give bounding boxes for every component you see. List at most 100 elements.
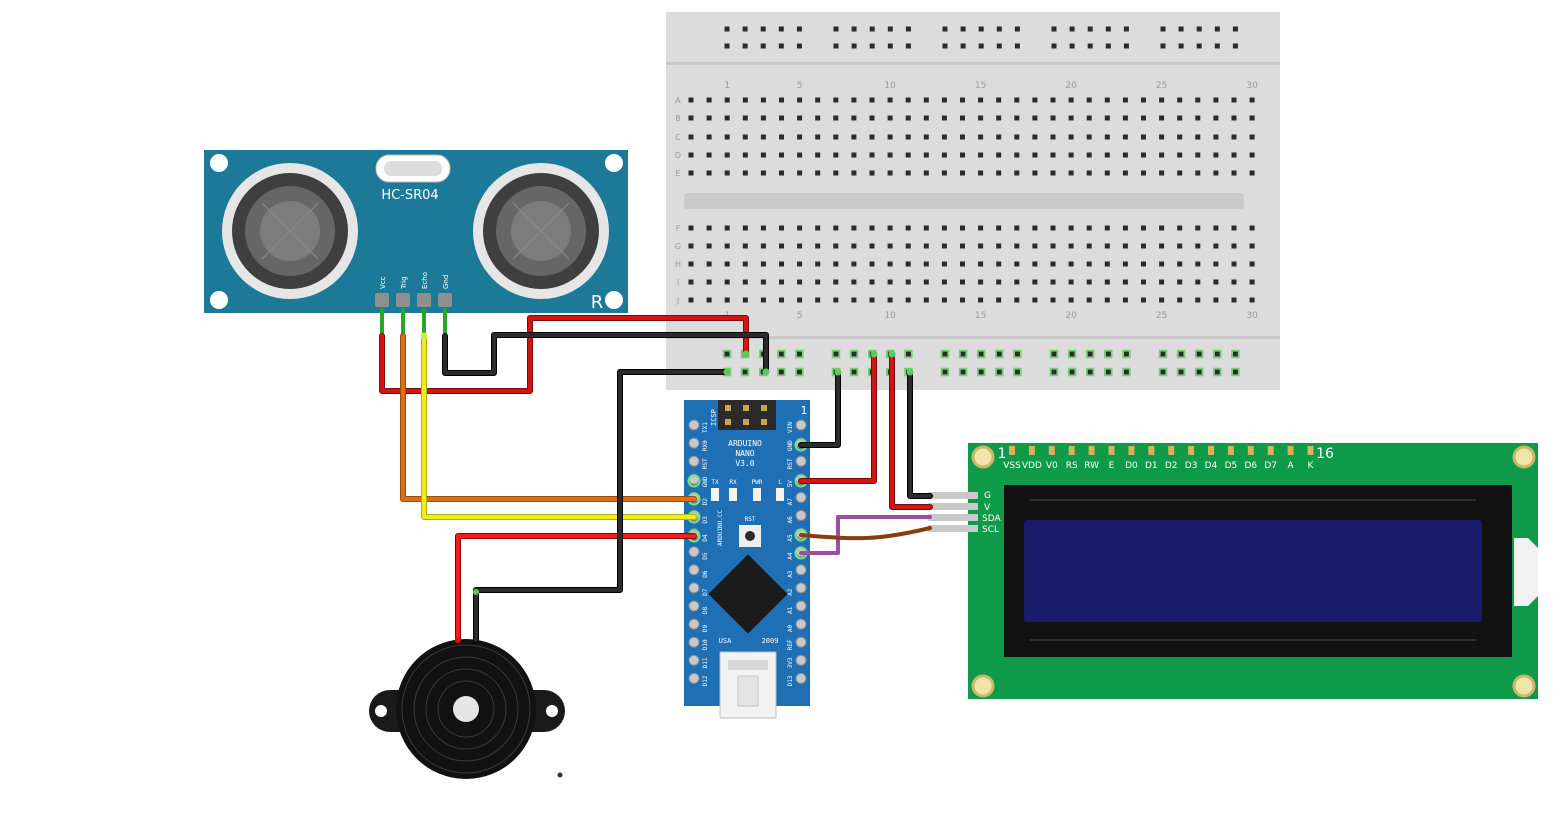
lcd-header-pin[interactable] (1267, 446, 1274, 455)
breadboard-hole[interactable] (869, 134, 875, 140)
breadboard-hole[interactable] (1050, 152, 1056, 158)
lcd-header-pin[interactable] (1247, 446, 1254, 455)
rail-hole[interactable] (778, 26, 784, 32)
sensor-pin-gnd[interactable]: Gnd (438, 275, 452, 307)
breadboard-hole[interactable] (851, 243, 857, 249)
breadboard-hole[interactable] (1249, 134, 1255, 140)
rail-hole[interactable] (905, 43, 911, 49)
breadboard-hole[interactable] (1122, 152, 1128, 158)
breadboard-hole[interactable] (1249, 279, 1255, 285)
breadboard-hole[interactable] (760, 243, 766, 249)
breadboard-hole[interactable] (779, 97, 784, 103)
i2c-pin-g[interactable]: G (928, 491, 991, 501)
breadboard-hole[interactable] (1068, 170, 1074, 176)
breadboard-hole[interactable] (1213, 134, 1219, 140)
breadboard-hole[interactable] (742, 134, 748, 140)
breadboard-hole[interactable] (1104, 297, 1110, 303)
breadboard-hole[interactable] (1231, 152, 1237, 158)
nano-pin-left[interactable] (688, 636, 700, 648)
rail-hole[interactable] (1105, 43, 1111, 49)
sensor-pin-trig[interactable]: Trig (396, 276, 410, 307)
rail-hole[interactable] (1196, 43, 1202, 49)
breadboard-hole[interactable] (688, 134, 694, 140)
breadboard-hole[interactable] (1159, 115, 1165, 121)
breadboard-hole[interactable] (1104, 115, 1110, 121)
breadboard-hole[interactable] (760, 152, 766, 158)
sensor-pin-vcc[interactable]: Vcc (375, 276, 389, 307)
breadboard-hole[interactable] (1141, 243, 1146, 249)
nano-pin-left[interactable] (688, 546, 700, 558)
rail-hole[interactable] (1214, 369, 1220, 375)
breadboard-hole[interactable] (815, 261, 821, 267)
breadboard-hole[interactable] (833, 115, 839, 121)
breadboard-hole[interactable] (1231, 134, 1237, 140)
breadboard-hole[interactable] (1086, 97, 1092, 103)
breadboard-hole[interactable] (923, 152, 929, 158)
breadboard-hole[interactable] (1032, 115, 1038, 121)
breadboard-hole[interactable] (815, 297, 821, 303)
rail-hole[interactable] (1069, 369, 1075, 375)
breadboard-hole[interactable] (1068, 134, 1074, 140)
nano-pin-right[interactable] (795, 600, 807, 612)
breadboard-hole[interactable] (923, 170, 929, 176)
lcd-header-pin[interactable] (1307, 446, 1314, 455)
rail-hole[interactable] (724, 26, 730, 32)
breadboard-hole[interactable] (1159, 97, 1165, 103)
breadboard-hole[interactable] (978, 243, 984, 249)
rail-hole[interactable] (869, 26, 875, 32)
rail-hole[interactable] (1087, 369, 1093, 375)
breadboard-hole[interactable] (706, 115, 712, 121)
breadboard-hole[interactable] (1068, 297, 1074, 303)
breadboard-hole[interactable] (923, 134, 929, 140)
lcd-header-pin[interactable] (1128, 446, 1135, 455)
breadboard-hole[interactable] (941, 243, 947, 249)
breadboard-hole[interactable] (851, 152, 857, 158)
rail-hole[interactable] (978, 26, 984, 32)
breadboard-hole[interactable] (815, 152, 821, 158)
breadboard-hole[interactable] (851, 134, 857, 140)
breadboard-hole[interactable] (1177, 134, 1183, 140)
rail-hole[interactable] (778, 351, 784, 357)
lcd-header-pin[interactable] (1188, 446, 1195, 455)
breadboard-hole[interactable] (724, 134, 730, 140)
breadboard-hole[interactable] (1195, 152, 1201, 158)
breadboard-hole[interactable] (760, 97, 766, 103)
breadboard-hole[interactable] (1104, 170, 1110, 176)
rail-hole[interactable] (942, 43, 948, 49)
breadboard-hole[interactable] (1141, 152, 1146, 158)
rail-hole[interactable] (996, 26, 1002, 32)
breadboard-hole[interactable] (760, 279, 766, 285)
breadboard-hole[interactable] (1050, 170, 1056, 176)
breadboard-hole[interactable] (1195, 225, 1201, 231)
breadboard-hole[interactable] (887, 261, 893, 267)
breadboard-hole[interactable] (742, 152, 748, 158)
breadboard-hole[interactable] (706, 297, 712, 303)
breadboard-hole[interactable] (869, 170, 875, 176)
breadboard-hole[interactable] (1032, 225, 1038, 231)
rail-hole[interactable] (1196, 351, 1202, 357)
breadboard-hole[interactable] (1068, 115, 1074, 121)
breadboard-hole[interactable] (960, 243, 965, 249)
nano-pin-right[interactable] (795, 672, 807, 684)
breadboard-hole[interactable] (1177, 279, 1183, 285)
lcd-header-pin[interactable] (1227, 446, 1234, 455)
breadboard-hole[interactable] (1050, 261, 1056, 267)
breadboard-hole[interactable] (887, 225, 893, 231)
breadboard-hole[interactable] (887, 170, 893, 176)
breadboard-hole[interactable] (742, 170, 748, 176)
breadboard-hole[interactable] (960, 134, 965, 140)
breadboard-hole[interactable] (706, 261, 712, 267)
rail-hole[interactable] (1069, 26, 1075, 32)
breadboard-hole[interactable] (1195, 261, 1201, 267)
breadboard-hole[interactable] (1177, 297, 1183, 303)
breadboard-hole[interactable] (1249, 115, 1255, 121)
breadboard-hole[interactable] (869, 297, 875, 303)
rail-hole[interactable] (851, 43, 857, 49)
breadboard-hole[interactable] (1014, 261, 1020, 267)
breadboard-hole[interactable] (923, 115, 929, 121)
breadboard-hole[interactable] (905, 152, 911, 158)
breadboard-hole[interactable] (941, 225, 947, 231)
rail-hole[interactable] (1160, 26, 1166, 32)
breadboard-hole[interactable] (833, 152, 839, 158)
breadboard-hole[interactable] (905, 243, 911, 249)
